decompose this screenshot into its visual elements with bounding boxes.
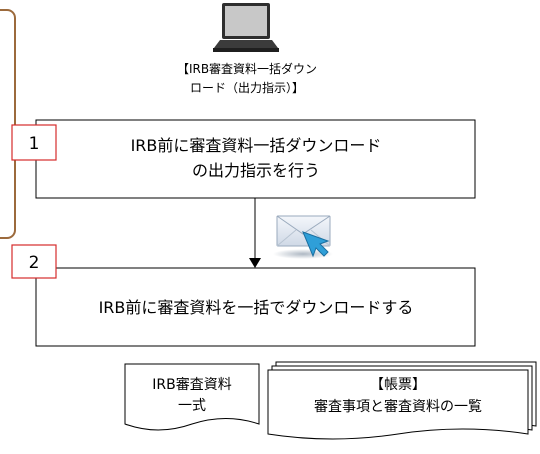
arrow-down-icon bbox=[249, 258, 261, 268]
step-1-number-box bbox=[11, 124, 57, 161]
document-1-line2: 一式 bbox=[178, 398, 206, 414]
step-2-box bbox=[35, 267, 476, 347]
swimlane-border bbox=[0, 9, 16, 239]
laptop-icon bbox=[213, 3, 279, 52]
document-report-list bbox=[267, 361, 537, 440]
step-2-text: IRB前に審査資料を一括でダウンロードする bbox=[99, 298, 414, 317]
laptop-caption-line1: 【IRB審査資料一括ダウン bbox=[177, 61, 317, 76]
step-1-box bbox=[35, 119, 476, 199]
step-2-number-box bbox=[11, 244, 57, 279]
step-1-text-line2: の出力指示を行う bbox=[192, 161, 320, 180]
document-2-line2: 審査事項と審査資料の一覧 bbox=[314, 398, 482, 415]
email-envelope-icon bbox=[273, 215, 333, 259]
document-1-line1: IRB審査資料 bbox=[152, 377, 231, 393]
laptop-caption-line2: ロード（出力指示）】 bbox=[190, 80, 304, 95]
step-1-number: 1 bbox=[29, 134, 40, 154]
document-irb-materials bbox=[124, 363, 260, 431]
step-1-text-line1: IRB前に審査資料一括ダウンロード bbox=[131, 136, 382, 155]
document-2-line1: 【帳票】 bbox=[370, 377, 426, 393]
step-2-number: 2 bbox=[29, 253, 40, 273]
